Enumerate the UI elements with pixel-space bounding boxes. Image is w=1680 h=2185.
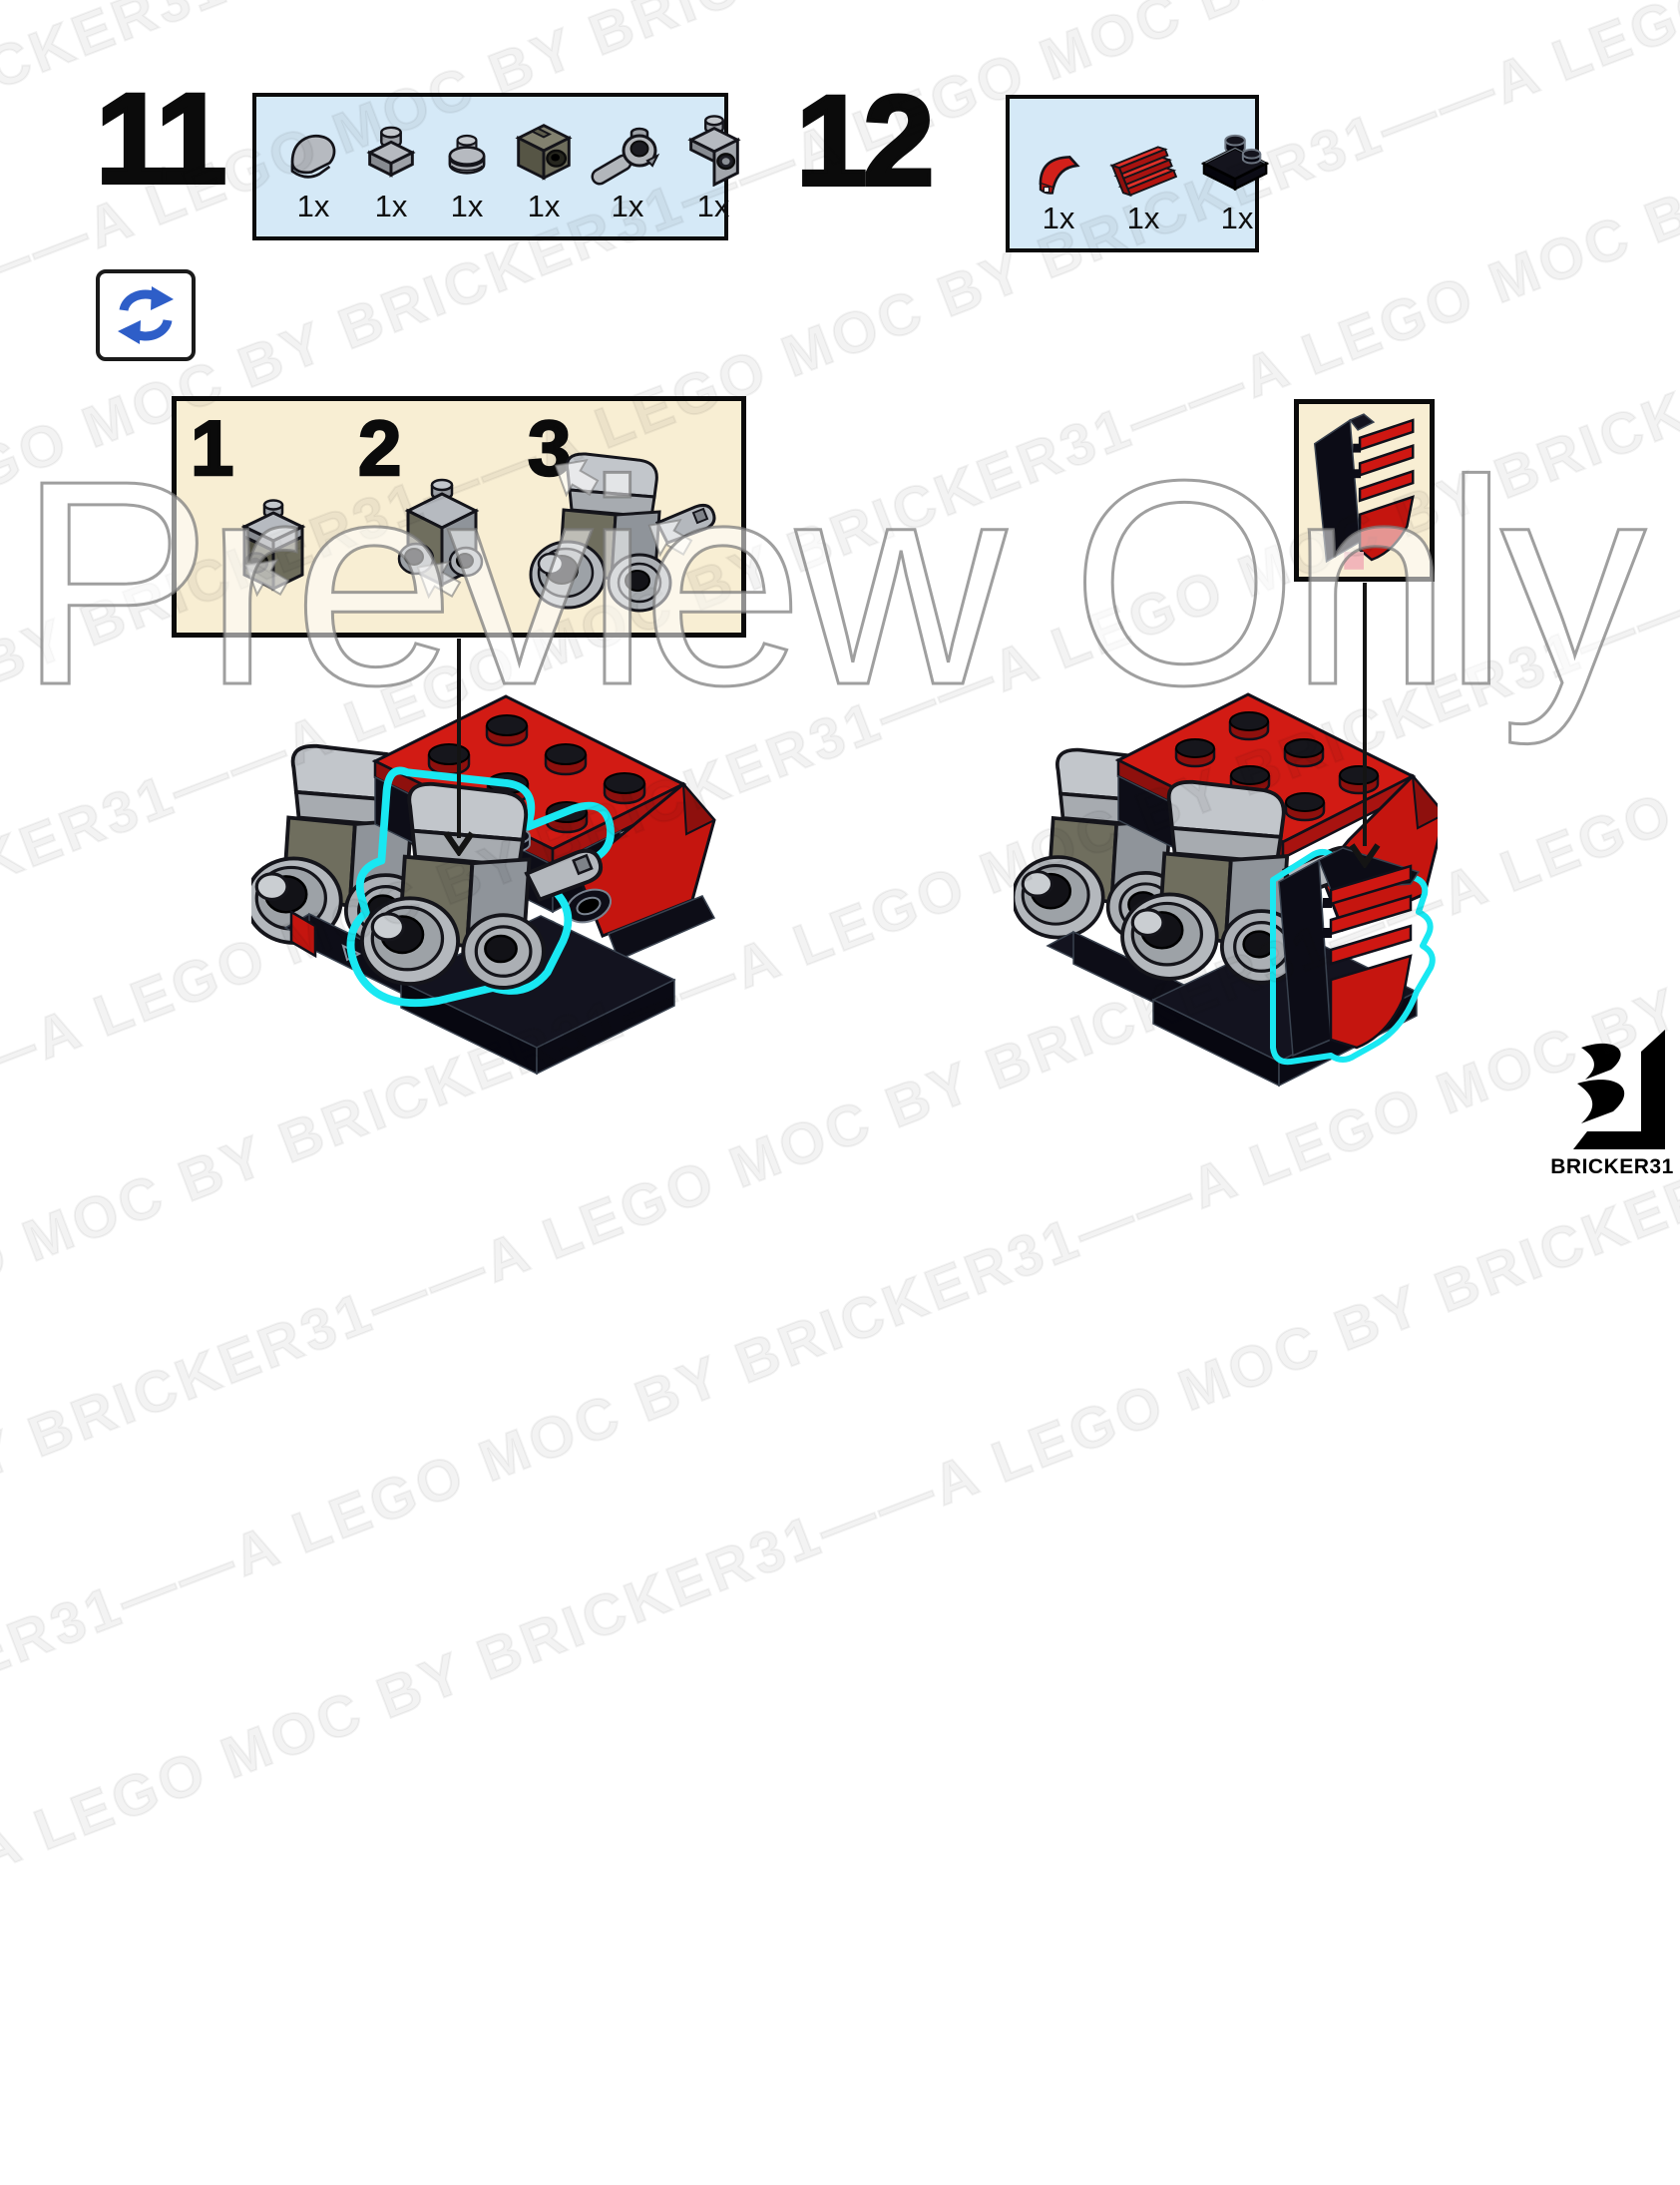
bracket-1x1-icon (687, 115, 741, 188)
part-qty: 1x (296, 189, 330, 224)
instruction-page: { "watermarks": { "preview_text": "Previ… (0, 0, 1680, 1958)
part-cell: 1x (508, 117, 580, 224)
part-cell: 1x (1197, 129, 1277, 236)
part-cell: 1x (590, 119, 665, 224)
subassembly-step-number: 2 (357, 404, 403, 492)
part-qty: 1x (527, 189, 561, 224)
subassembly-step3-image (529, 447, 716, 613)
brick-headlight-icon (515, 124, 573, 181)
part-cell: 1x (280, 125, 346, 224)
part-cell: 1x (675, 113, 751, 224)
part-cell: 1x (1103, 137, 1183, 236)
step-11-number: 11 (94, 68, 228, 211)
stud-row (1174, 711, 1380, 822)
tile-1x1-half-circle-icon (290, 135, 336, 179)
subassembly-step1-image (234, 499, 306, 606)
part-qty: 1x (1126, 201, 1160, 236)
callout-box (1294, 399, 1435, 582)
part-qty: 1x (696, 189, 730, 224)
bar-towball-socket-icon (591, 128, 660, 186)
tile-quarter-circle-red-icon (1039, 156, 1080, 196)
subassembly-step2-image (397, 478, 484, 608)
arrowhead-step11 (443, 831, 475, 856)
part-cell: 1x (1028, 145, 1089, 236)
part-qty: 1x (450, 189, 484, 224)
bricker31-logo: BRICKER31 (1544, 1028, 1680, 1179)
part-qty: 1x (611, 189, 644, 224)
arrowhead-step12 (1349, 843, 1381, 868)
part-qty: 1x (1042, 201, 1075, 236)
plate-1x1-icon (366, 126, 416, 179)
rotate-indicator (96, 269, 196, 361)
plate-round-1x1-icon (448, 135, 486, 175)
part-cell: 1x (356, 121, 426, 224)
callout-grille-image (1313, 413, 1415, 570)
arrow-down-step11 (457, 639, 461, 838)
part-qty: 1x (374, 189, 408, 224)
highlighted-grille-subassembly (1270, 847, 1436, 1066)
part-cell: 1x (436, 127, 498, 224)
model-step12-image (1014, 692, 1438, 1088)
plate-2x2-black-icon (1200, 135, 1270, 192)
part-qty: 1x (1220, 201, 1254, 236)
step-12-parts-box: 1x 1x 1x (1006, 95, 1270, 252)
step-11-parts-box: 1x 1x 1x 1x (252, 93, 741, 240)
bricker31-mark-icon (1573, 1030, 1665, 1149)
arrow-down-step12 (1363, 583, 1367, 846)
grille-tile-red-icon (1109, 146, 1178, 198)
stud-row (427, 714, 646, 834)
rotate-icon (118, 286, 174, 344)
step-12-number: 12 (794, 70, 936, 213)
subassembly-box: 1 2 3 (172, 396, 746, 638)
bricker31-wordmark: BRICKER31 (1550, 1155, 1674, 1178)
model-step11-image (251, 694, 716, 1076)
subassembly-step-number: 1 (190, 404, 235, 492)
